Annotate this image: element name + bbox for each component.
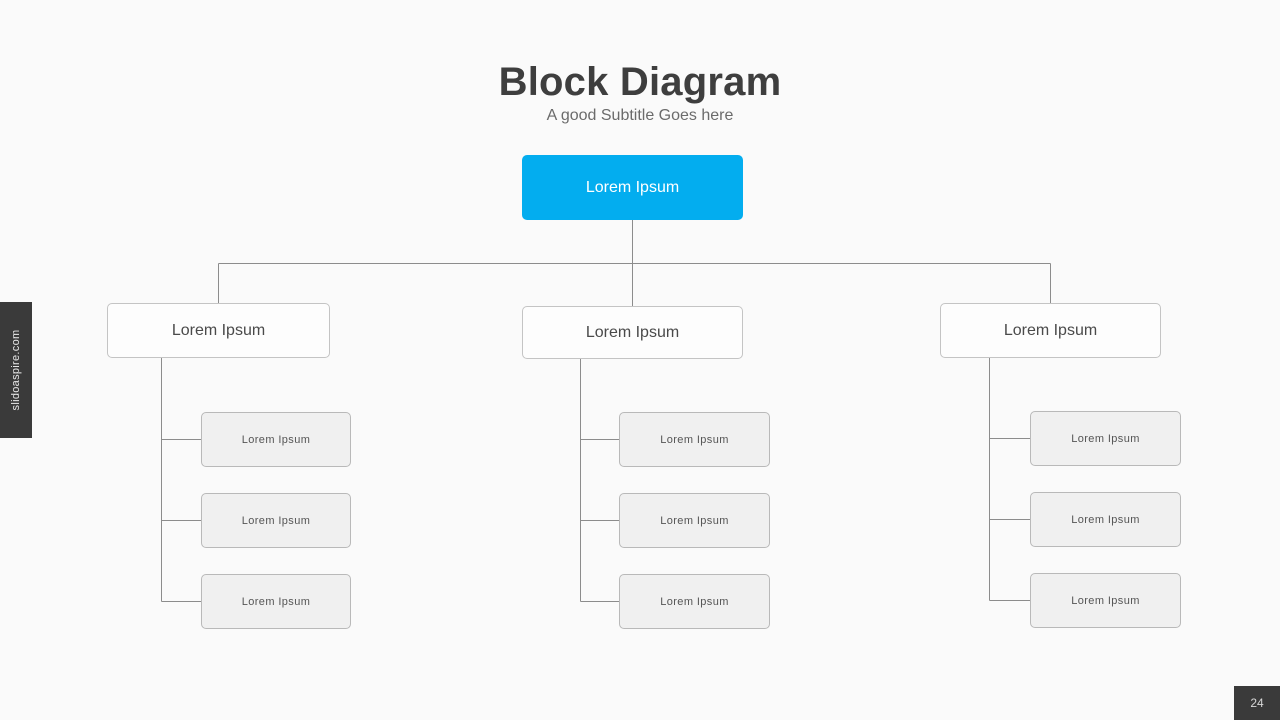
leaf-node-2-3[interactable]: Lorem Ipsum: [619, 574, 770, 629]
leaf-node-3-3[interactable]: Lorem Ipsum: [1030, 573, 1181, 628]
leaf-node-1-2[interactable]: Lorem Ipsum: [201, 493, 351, 548]
root-node[interactable]: Lorem Ipsum: [522, 155, 743, 220]
leaf-node-2-1[interactable]: Lorem Ipsum: [619, 412, 770, 467]
leaf-node-1-1[interactable]: Lorem Ipsum: [201, 412, 351, 467]
leaf-node-3-1[interactable]: Lorem Ipsum: [1030, 411, 1181, 466]
watermark-tab[interactable]: slidoaspire.com: [0, 302, 32, 438]
watermark-label: slidoaspire.com: [10, 329, 22, 411]
branch-node-3[interactable]: Lorem Ipsum: [940, 303, 1161, 358]
leaf-node-2-2[interactable]: Lorem Ipsum: [619, 493, 770, 548]
page-number-badge: 24: [1234, 686, 1280, 720]
branch-node-1[interactable]: Lorem Ipsum: [107, 303, 330, 358]
branch-node-2[interactable]: Lorem Ipsum: [522, 306, 743, 359]
page-subtitle: A good Subtitle Goes here: [546, 107, 734, 124]
leaf-node-3-2[interactable]: Lorem Ipsum: [1030, 492, 1181, 547]
leaf-node-1-3[interactable]: Lorem Ipsum: [201, 574, 351, 629]
page-title: Block Diagram: [498, 60, 782, 104]
